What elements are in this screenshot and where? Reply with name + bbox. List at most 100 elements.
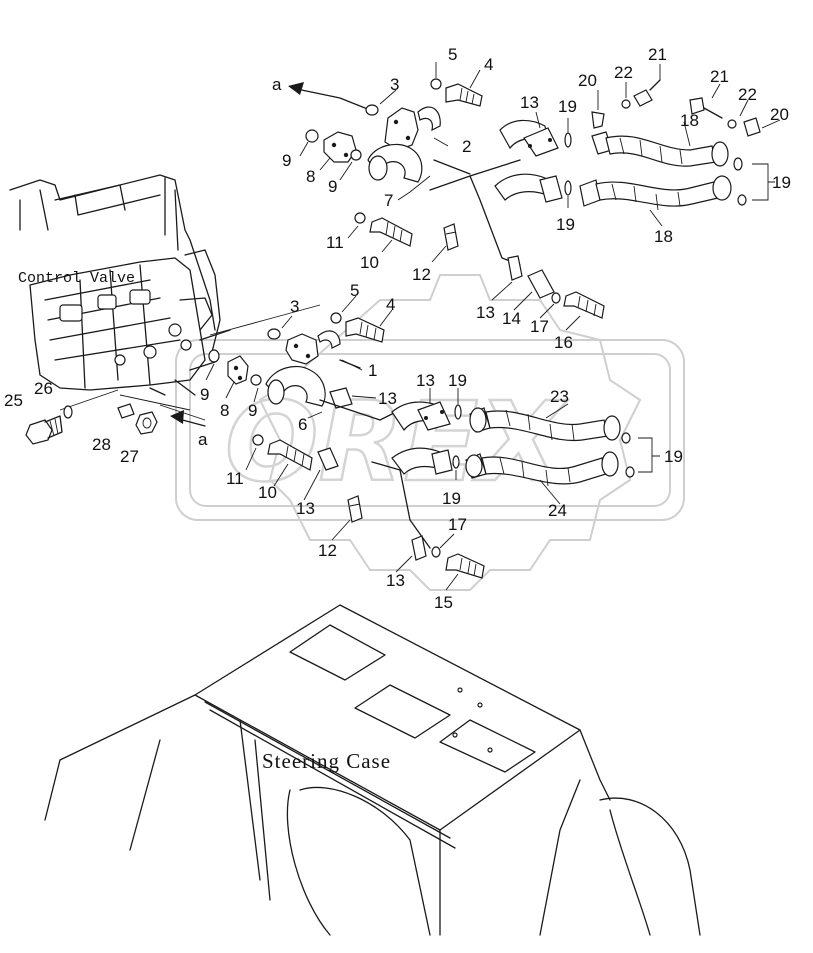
oring-19f [625, 466, 635, 478]
callout-4: 4 [484, 55, 493, 74]
steering-case: Steering Case [44, 604, 701, 936]
callout-7: 7 [384, 191, 393, 210]
callout-13: 13 [520, 93, 539, 112]
control-valve-assembly: Control Valve [9, 174, 231, 396]
washer-17a [551, 292, 561, 304]
callout-19: 19 [556, 215, 575, 234]
clamp-13c [329, 387, 353, 409]
callout-12: 12 [318, 541, 337, 560]
callout-19: 19 [448, 371, 467, 390]
callout-11: 11 [326, 233, 344, 252]
callout-1: 1 [368, 361, 377, 380]
bolt-4a [445, 83, 483, 107]
bolt-15 [445, 553, 485, 579]
oring-9c [208, 349, 220, 363]
flange-upper [384, 107, 419, 151]
plug-28 [117, 403, 135, 419]
callout-13: 13 [378, 389, 397, 408]
callout-5: 5 [448, 45, 457, 64]
callout-21: 21 [710, 67, 729, 86]
oring-19e [452, 455, 460, 469]
callout-19: 19 [442, 489, 461, 508]
callout-19: 19 [558, 97, 577, 116]
callout-2: 2 [462, 137, 471, 156]
control-valve-label: Control Valve [18, 270, 135, 287]
oring-9a [305, 129, 319, 143]
bolt-21a [633, 89, 653, 107]
callout-22: 22 [614, 63, 633, 82]
lower-pipes [319, 359, 462, 475]
bolt-10a [369, 217, 413, 247]
bolt-16 [563, 291, 605, 319]
lower-flange-parts [208, 312, 385, 523]
flange-lower [285, 333, 319, 365]
callout-18: 18 [680, 111, 699, 130]
elbow-1 [317, 330, 341, 349]
oring-26 [63, 405, 73, 419]
callout-18: 18 [654, 227, 673, 246]
callout-16: 16 [554, 333, 573, 352]
callout-20: 20 [578, 71, 597, 90]
callout-23: 23 [550, 387, 569, 406]
callout-12: 12 [412, 265, 431, 284]
callout-8: 8 [306, 167, 315, 186]
callout-3: 3 [290, 297, 299, 316]
oring-3a [365, 104, 379, 116]
flange-8b [227, 355, 249, 385]
clamp-13b [507, 255, 523, 281]
nut-27 [135, 411, 158, 435]
clamp-12a [443, 223, 459, 251]
oring-9d [250, 374, 262, 386]
callout-9: 9 [200, 385, 209, 404]
middle-parts [469, 175, 605, 319]
callout-13: 13 [386, 571, 405, 590]
oring-9b [350, 149, 362, 161]
washer-5a [430, 78, 442, 90]
callout-20: 20 [770, 105, 789, 124]
callout-9: 9 [248, 401, 257, 420]
arrow-a-upper: a [272, 75, 371, 111]
washer-5b [330, 312, 342, 324]
callout-8: 8 [220, 401, 229, 420]
washer-11a [354, 212, 366, 224]
callout-leaders [205, 62, 781, 591]
lower-bolt-parts [371, 461, 485, 579]
callout-19: 19 [772, 173, 791, 192]
oring-19d [454, 404, 462, 420]
bolt-4b [345, 317, 385, 343]
callout-11: 11 [226, 469, 244, 488]
oring-3b [267, 328, 281, 340]
spacer-14 [527, 269, 555, 299]
callout-24: 24 [548, 501, 567, 520]
callout-10: 10 [258, 483, 277, 502]
clamp-13f [411, 535, 427, 561]
clamp-12b [347, 495, 363, 523]
callout-10: 10 [360, 253, 379, 272]
steering-case-label: Steering Case [262, 749, 391, 773]
callout-numbers: 5 4 3 2 9 8 9 7 11 10 12 13 19 20 22 21 … [4, 45, 791, 612]
washer-17b [431, 546, 441, 558]
elbow-2 [417, 106, 441, 132]
oring-19c [564, 180, 572, 196]
arrow-a-label-upper: a [272, 75, 282, 94]
callout-13: 13 [476, 303, 495, 322]
upper-flange-parts [305, 78, 483, 251]
washer-22b [727, 119, 737, 129]
washer-22a [621, 99, 631, 109]
callout-6: 6 [298, 415, 307, 434]
callout-13: 13 [416, 371, 435, 390]
bolt-10b [267, 439, 313, 471]
callout-17: 17 [448, 515, 467, 534]
callout-22: 22 [738, 85, 757, 104]
plug-25 [25, 415, 63, 445]
oring-19a [564, 132, 572, 148]
arrow-a-label-lower: a [198, 430, 208, 449]
clamp-20b [743, 117, 761, 137]
callout-9: 9 [282, 151, 291, 170]
callout-25: 25 [4, 391, 23, 410]
clamp-20a [591, 111, 605, 129]
callout-15: 15 [434, 593, 453, 612]
callout-9: 9 [328, 177, 337, 196]
